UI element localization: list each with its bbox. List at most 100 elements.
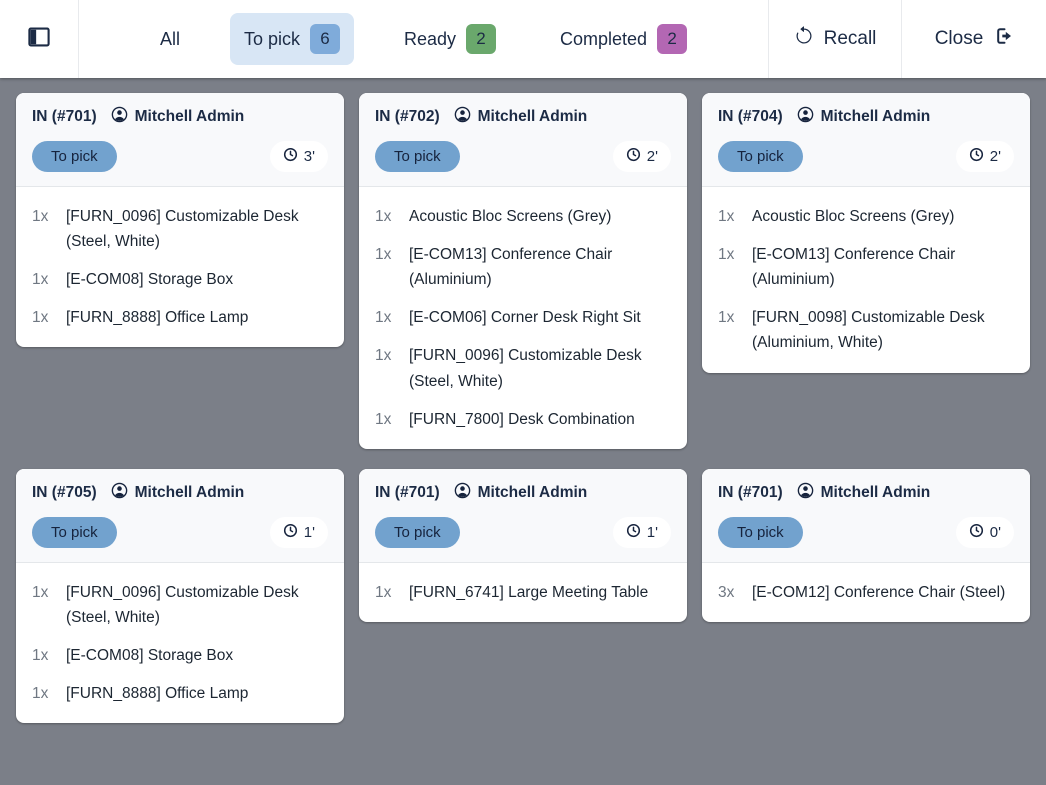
line-qty: 1x bbox=[375, 347, 392, 365]
recall-button-label: Recall bbox=[823, 28, 877, 49]
product-line: 1x [FURN_0098] Customizable Desk (Alumin… bbox=[718, 305, 1014, 355]
card-time: 3' bbox=[303, 148, 315, 165]
card-user: Mitchell Admin bbox=[134, 483, 245, 501]
picking-card[interactable]: IN (#705) Mitchell Admin To pick bbox=[16, 468, 344, 724]
product-line: 1x [FURN_0096] Customizable Desk (Steel,… bbox=[32, 580, 328, 630]
filter-tabs: All To pick 6 Ready 2 Completed 2 bbox=[79, 0, 768, 78]
line-name: Acoustic Bloc Screens (Grey) bbox=[409, 208, 612, 225]
time-pill: 2' bbox=[612, 141, 671, 172]
line-qty: 1x bbox=[375, 309, 392, 327]
close-button[interactable]: Close bbox=[901, 0, 1046, 78]
tab-to-pick-count-badge: 6 bbox=[309, 24, 340, 54]
card-lines: 1x Acoustic Bloc Screens (Grey) 1x [E-CO… bbox=[359, 187, 687, 449]
time-pill: 3' bbox=[269, 141, 328, 172]
line-name: [E-COM13] Conference Chair (Aluminium) bbox=[752, 246, 956, 289]
product-line: 1x [E-COM13] Conference Chair (Aluminium… bbox=[375, 242, 671, 292]
picking-card[interactable]: IN (#702) Mitchell Admin To pick bbox=[359, 93, 687, 449]
tab-all-label: All bbox=[159, 28, 180, 49]
card-lines: 1x [FURN_6741] Large Meeting Table bbox=[359, 563, 687, 622]
line-qty: 3x bbox=[718, 583, 735, 601]
user-icon bbox=[797, 482, 814, 504]
status-pill: To pick bbox=[32, 141, 117, 172]
tab-all[interactable]: All bbox=[146, 18, 194, 61]
clock-icon bbox=[969, 147, 984, 166]
card-lines: 3x [E-COM12] Conference Chair (Steel) bbox=[702, 563, 1030, 622]
user-icon bbox=[797, 106, 814, 128]
card-reference: IN (#704) bbox=[718, 108, 783, 125]
card-time: 1' bbox=[646, 523, 658, 541]
user-icon bbox=[111, 106, 128, 128]
close-button-label: Close bbox=[934, 28, 984, 49]
status-pill: To pick bbox=[718, 141, 803, 172]
clock-icon bbox=[626, 147, 641, 166]
line-name: [FURN_6741] Large Meeting Table bbox=[409, 583, 649, 601]
card-time: 2' bbox=[646, 148, 658, 165]
product-line: 1x [FURN_8888] Office Lamp bbox=[32, 305, 328, 330]
clock-icon bbox=[626, 523, 641, 542]
picking-card[interactable]: IN (#704) Mitchell Admin To pick bbox=[702, 93, 1030, 373]
card-header: IN (#702) Mitchell Admin To pick bbox=[359, 93, 687, 187]
card-lines: 1x [FURN_0096] Customizable Desk (Steel,… bbox=[16, 187, 344, 347]
status-pill: To pick bbox=[718, 516, 803, 548]
layout-sidebar-icon bbox=[27, 25, 51, 54]
tab-ready-count-badge: 2 bbox=[466, 24, 497, 54]
product-line: 1x [E-COM08] Storage Box bbox=[32, 267, 328, 292]
tab-ready[interactable]: Ready 2 bbox=[390, 13, 510, 65]
product-line: 1x Acoustic Bloc Screens (Grey) bbox=[375, 204, 671, 229]
product-line: 1x Acoustic Bloc Screens (Grey) bbox=[718, 204, 1014, 229]
tab-to-pick[interactable]: To pick 6 bbox=[229, 13, 354, 65]
card-header: IN (#704) Mitchell Admin To pick bbox=[702, 93, 1030, 187]
card-time: 2' bbox=[989, 148, 1001, 165]
product-line: 1x [E-COM08] Storage Box bbox=[32, 643, 328, 668]
tab-completed[interactable]: Completed 2 bbox=[546, 13, 701, 65]
user-icon bbox=[454, 482, 471, 504]
product-line: 3x [E-COM12] Conference Chair (Steel) bbox=[718, 580, 1014, 605]
status-pill: To pick bbox=[375, 141, 460, 172]
product-line: 1x [E-COM06] Corner Desk Right Sit bbox=[375, 305, 671, 330]
line-qty: 1x bbox=[718, 246, 735, 264]
card-user: Mitchell Admin bbox=[477, 483, 588, 501]
line-name: [E-COM13] Conference Chair (Aluminium) bbox=[409, 246, 613, 289]
product-line: 1x [FURN_6741] Large Meeting Table bbox=[375, 580, 671, 605]
line-qty: 1x bbox=[718, 309, 735, 327]
product-line: 1x [E-COM13] Conference Chair (Aluminium… bbox=[718, 242, 1014, 292]
line-qty: 1x bbox=[375, 208, 392, 225]
tab-completed-count-badge: 2 bbox=[657, 24, 688, 54]
line-name: [FURN_8888] Office Lamp bbox=[66, 685, 249, 703]
picking-card[interactable]: IN (#701) Mitchell Admin To pick bbox=[16, 93, 344, 348]
line-qty: 1x bbox=[32, 685, 49, 703]
product-line: 1x [FURN_7800] Desk Combination bbox=[375, 407, 671, 432]
product-line: 1x [FURN_0096] Customizable Desk (Steel,… bbox=[375, 343, 671, 393]
time-pill: 2' bbox=[955, 141, 1014, 172]
user-icon bbox=[454, 106, 471, 128]
card-lines: 1x Acoustic Bloc Screens (Grey) 1x [E-CO… bbox=[702, 187, 1030, 373]
line-qty: 1x bbox=[375, 246, 392, 264]
product-line: 1x [FURN_8888] Office Lamp bbox=[32, 681, 328, 706]
card-reference: IN (#701) bbox=[718, 483, 783, 501]
line-name: [E-COM08] Storage Box bbox=[66, 646, 234, 664]
tab-to-pick-label: To pick bbox=[243, 28, 300, 49]
card-reference: IN (#701) bbox=[32, 108, 97, 125]
time-pill: 0' bbox=[955, 516, 1014, 548]
card-user: Mitchell Admin bbox=[820, 483, 931, 501]
tab-completed-label: Completed bbox=[560, 28, 648, 49]
picking-card[interactable]: IN (#701) Mitchell Admin To pick bbox=[359, 468, 687, 622]
line-qty: 1x bbox=[32, 583, 49, 601]
sidebar-toggle-button[interactable] bbox=[0, 0, 79, 78]
line-name: [FURN_0098] Customizable Desk (Aluminium… bbox=[752, 309, 985, 352]
card-reference: IN (#705) bbox=[32, 483, 97, 501]
line-qty: 1x bbox=[32, 208, 49, 225]
tab-ready-label: Ready bbox=[403, 28, 457, 49]
line-qty: 1x bbox=[375, 410, 392, 428]
arrow-counterclockwise-icon bbox=[794, 26, 814, 52]
line-name: Acoustic Bloc Screens (Grey) bbox=[752, 208, 955, 225]
line-name: [FURN_0096] Customizable Desk (Steel, Wh… bbox=[409, 347, 642, 390]
picking-card[interactable]: IN (#701) Mitchell Admin To pick bbox=[702, 468, 1030, 622]
card-user: Mitchell Admin bbox=[134, 108, 245, 125]
line-name: [FURN_8888] Office Lamp bbox=[66, 309, 249, 327]
card-time: 1' bbox=[303, 523, 315, 541]
line-qty: 1x bbox=[375, 583, 392, 601]
cards-grid: IN (#701) Mitchell Admin To pick bbox=[0, 78, 1046, 738]
card-reference: IN (#701) bbox=[375, 483, 440, 501]
recall-button[interactable]: Recall bbox=[768, 0, 901, 78]
